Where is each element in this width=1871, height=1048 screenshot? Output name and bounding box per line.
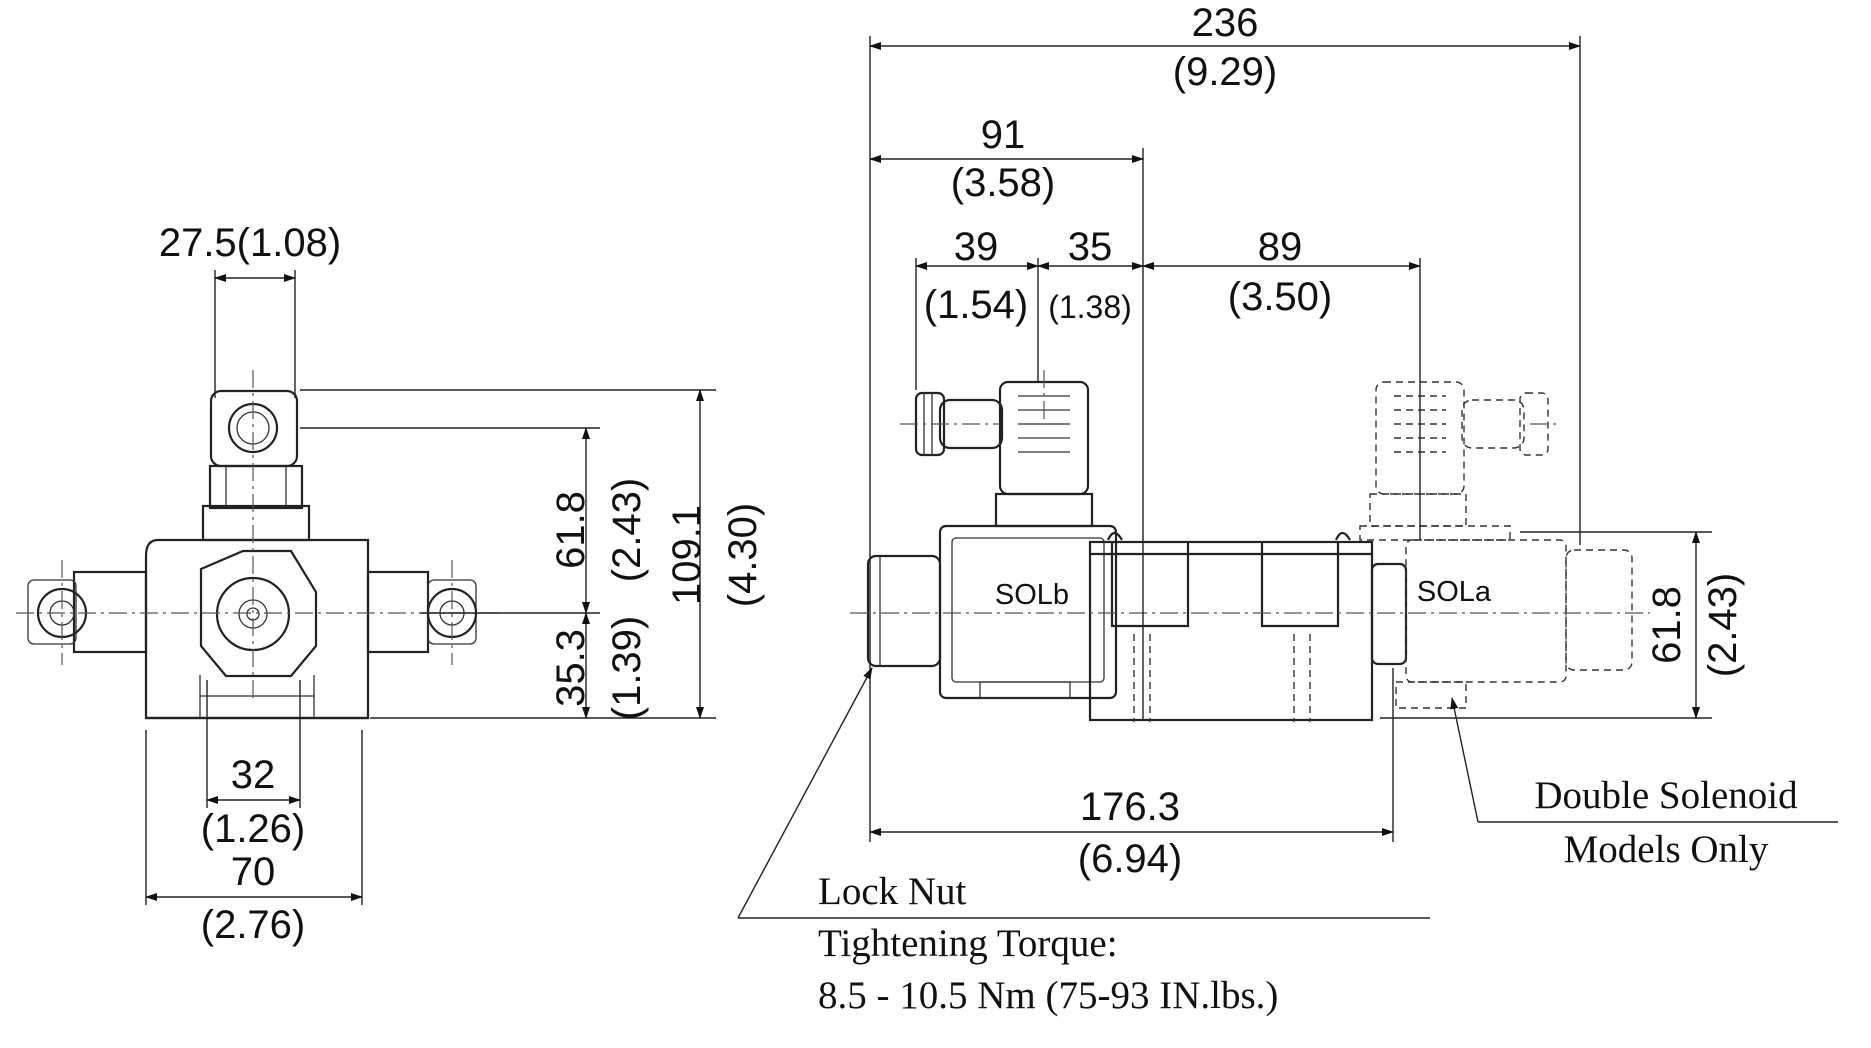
dim-70-in: (2.76) [201, 903, 306, 947]
dim-27-5: 27.5(1.08) [159, 221, 341, 265]
end-view-coil-neck [208, 464, 304, 510]
sol-a-label: SOLa [1417, 576, 1492, 608]
double-solenoid-note-line2: Models Only [1564, 828, 1769, 871]
dim-32-in: (1.26) [201, 807, 306, 851]
dim-176-3-mm: 176.3 [1080, 785, 1180, 829]
dim-89-in: (3.50) [1228, 275, 1333, 319]
end-view-hex-nut [199, 549, 318, 678]
sola-lock-nut [1565, 549, 1633, 671]
dim-91-in: (3.58) [951, 161, 1056, 205]
dim-32-mm: 32 [231, 753, 276, 797]
sola-coil-housing [1405, 539, 1567, 683]
dim-39-mm: 39 [954, 225, 999, 269]
dim-61-8-mm: 61.8 [549, 491, 593, 569]
dim-89-mm: 89 [1258, 225, 1303, 269]
dim-39-in: (1.54) [924, 283, 1029, 327]
dim-70-mm: 70 [231, 850, 276, 894]
dim-91-mm: 91 [981, 113, 1026, 157]
torque-value: 8.5 - 10.5 Nm (75-93 IN.lbs.) [818, 974, 1278, 1017]
dim-35-3-in: (1.39) [605, 616, 649, 721]
dim-109-1-in: (4.30) [721, 503, 765, 608]
dim-109-1-mm: 109.1 [665, 505, 709, 605]
double-solenoid-note-line1: Double Solenoid [1534, 774, 1798, 817]
side-view: SOLb SOLa 236 (9.29) 91 (3.58) 39 (1.54)… [737, 1, 1838, 1017]
end-view-coil-collar [201, 504, 311, 542]
dim-right-61-8-mm: 61.8 [1645, 586, 1689, 664]
end-view: 27.5(1.08) 61.8 (2.43) 35.3 (1.39) 109.1… [16, 221, 765, 947]
dim-35-mm: 35 [1068, 225, 1113, 269]
lock-nut-label: Lock Nut [818, 870, 967, 913]
end-view-left-fitting [27, 579, 77, 645]
dim-176-3-in: (6.94) [1078, 837, 1183, 881]
torque-label: Tightening Torque: [818, 922, 1118, 965]
dim-35-3-mm: 35.3 [549, 629, 593, 707]
dim-35-in: (1.38) [1048, 289, 1132, 325]
sol-b-label: SOLb [995, 579, 1069, 611]
solb-lock-nut [866, 554, 942, 668]
end-view-connector [209, 389, 299, 468]
valve-body [1088, 540, 1374, 722]
end-view-body [144, 538, 370, 720]
dim-61-8-in: (2.43) [605, 478, 649, 583]
dim-right-61-8-in: (2.43) [1701, 573, 1745, 678]
dim-236-in: (9.29) [1173, 50, 1278, 94]
dim-236-mm: 236 [1192, 1, 1259, 45]
